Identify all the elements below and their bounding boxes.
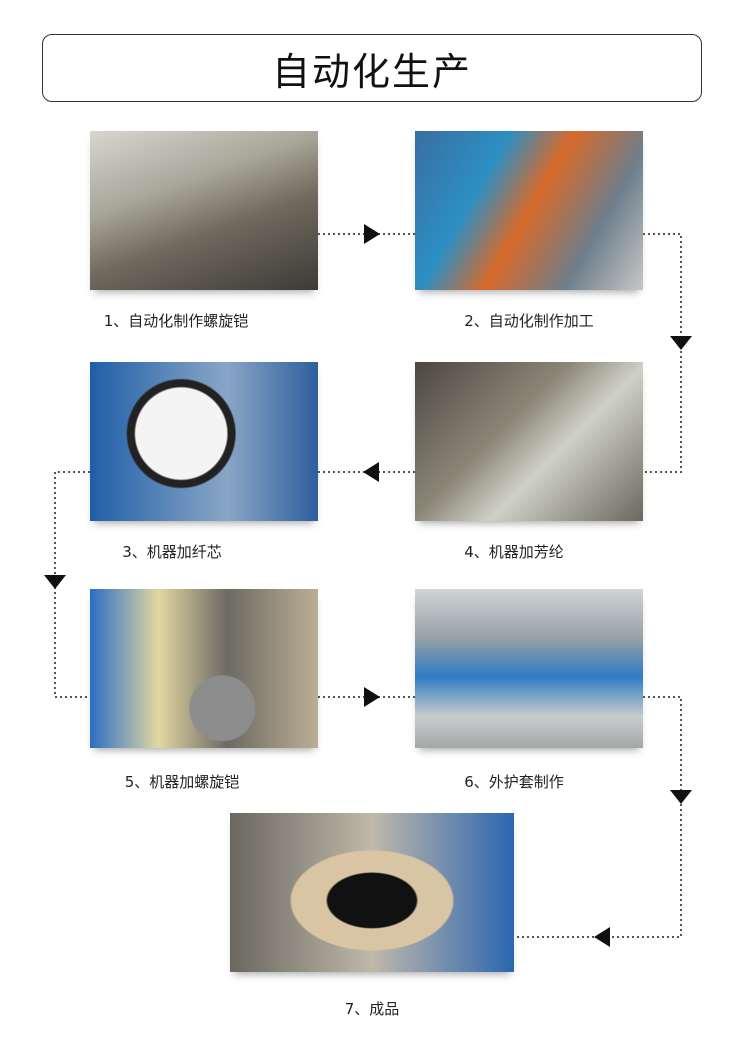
step-5-caption: 5、机器加螺旋铠	[124, 773, 240, 791]
step-4-photo	[415, 362, 643, 521]
connector-2-4	[643, 233, 682, 473]
arrow-down-icon	[44, 575, 66, 589]
arrow-left-icon	[363, 462, 379, 482]
arrow-right-icon	[364, 224, 380, 244]
step-4-caption: 4、机器加芳纶	[464, 543, 564, 561]
connector-3-5	[54, 471, 90, 698]
step-5-photo	[90, 589, 318, 748]
step-6-caption: 6、外护套制作	[464, 773, 564, 791]
step-2-caption: 2、自动化制作加工	[464, 312, 594, 330]
arrow-down-icon	[670, 790, 692, 804]
step-7-caption: 7、成品	[344, 1000, 400, 1018]
arrow-down-icon	[670, 336, 692, 350]
step-1-photo	[90, 131, 318, 290]
step-7-photo	[230, 813, 514, 972]
step-1-caption: 1、自动化制作螺旋铠	[103, 312, 249, 330]
step-3-caption: 3、机器加纤芯	[122, 543, 222, 561]
step-2-photo	[415, 131, 643, 290]
connector-6-7	[514, 696, 682, 938]
step-3-photo	[90, 362, 318, 521]
arrow-left-icon	[594, 927, 610, 947]
title-box: 自动化生产	[42, 34, 702, 102]
page-title: 自动化生产	[271, 49, 472, 94]
arrow-right-icon	[364, 687, 380, 707]
step-6-photo	[415, 589, 643, 748]
